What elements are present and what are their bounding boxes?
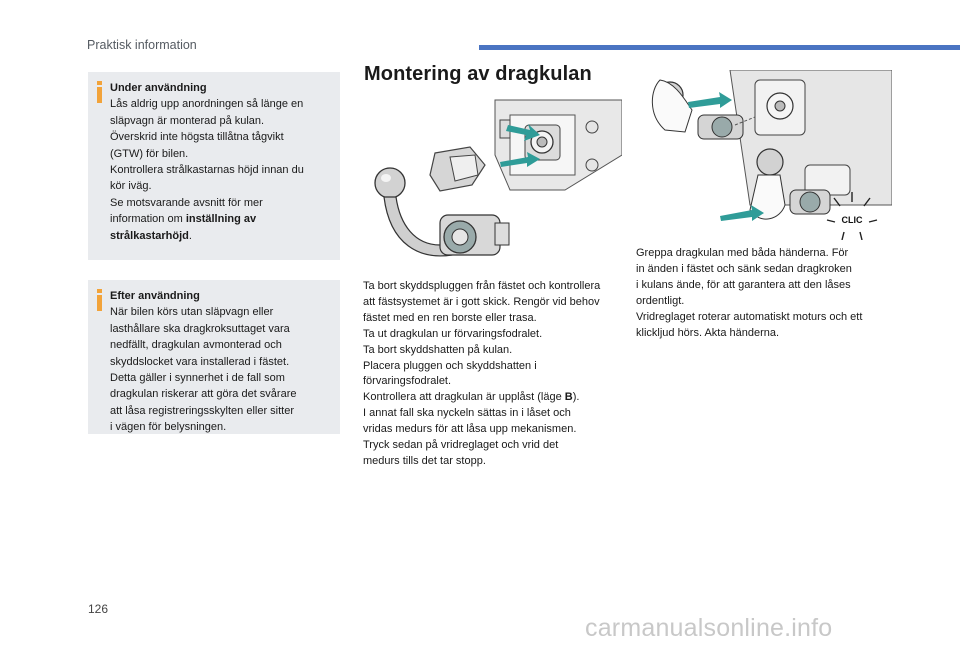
- info-box-title: Efter användning: [110, 290, 200, 302]
- info-line: nedfällt, dragkulan avmonterad och: [110, 339, 282, 352]
- instruction-line: att fästsystemet är i gott skick. Rengör…: [363, 295, 600, 308]
- removal-instructions: Ta bort skyddspluggen från fästet och ko…: [363, 279, 621, 470]
- watermark: carmanualsonline.info: [585, 614, 833, 642]
- info-icon: [97, 81, 102, 103]
- instruction-line: Ta bort skyddshatten på kulan.: [363, 343, 513, 356]
- instruction-line: vridas medurs för att låsa upp mekanisme…: [363, 423, 577, 436]
- instruction-line: Vridreglaget roterar automatiskt moturs …: [636, 310, 863, 323]
- instruction-line: klickljud hörs. Akta händerna.: [636, 326, 780, 339]
- section-accent-bar: [479, 45, 960, 50]
- info-box-during-use: Under användning Lås aldrig upp anordnin…: [88, 72, 340, 260]
- instruction-line-text: ).: [572, 391, 580, 404]
- page-number: 126: [88, 602, 109, 616]
- info-line: dragkulan riskerar att göra det svårare: [110, 388, 297, 401]
- instruction-line-text: Kontrollera att dragkulan är upplåst (lä…: [363, 391, 565, 404]
- info-icon: [97, 289, 102, 311]
- instruction-line: in änden i fästet och sänk sedan dragkro…: [636, 262, 852, 275]
- info-line: Detta gäller i synnerhet i de fall som: [110, 372, 285, 385]
- info-box-after-use: Efter användning När bilen körs utan slä…: [88, 280, 340, 434]
- instruction-line: fästet med en ren borste eller trasa.: [363, 311, 537, 324]
- info-line: kör iväg.: [110, 180, 152, 193]
- info-line-text: information om: [110, 213, 186, 226]
- cross-reference: strålkastarhöjd: [110, 229, 189, 242]
- info-line: Kontrollera strålkastarnas höjd innan du: [110, 164, 304, 177]
- towball-insertion-illustration: CLIC: [651, 70, 892, 240]
- click-burst-icon: CLIC: [826, 192, 878, 240]
- info-line: strålkastarhöjd.: [110, 228, 328, 244]
- instruction-line: i kulans ände, för att garantera att den…: [636, 278, 851, 291]
- info-line: att låsa registreringsskylten eller sitt…: [110, 404, 295, 417]
- position-label: B: [564, 391, 573, 404]
- instruction-line: Ta ut dragkulan ur förvaringsfodralet.: [363, 327, 543, 340]
- info-line: lasthållare ska dragkroksuttaget vara: [110, 322, 290, 335]
- clic-label: CLIC: [842, 215, 863, 225]
- towball-removal-illustration: [374, 99, 622, 257]
- cross-reference: inställning av: [185, 213, 257, 226]
- info-line: (GTW) för bilen.: [110, 147, 189, 160]
- info-line: skyddslocket vara installerad i fästet.: [110, 355, 290, 368]
- mounting-instructions: Greppa dragkulan med båda händerna. För …: [636, 246, 898, 341]
- info-line: i vägen för belysningen.: [110, 421, 227, 434]
- section-title: Praktisk information: [87, 38, 197, 52]
- info-box-title: Under användning: [110, 82, 207, 94]
- info-line: Lås aldrig upp anordningen så länge en: [110, 98, 304, 111]
- instruction-line: I annat fall ska nyckeln sättas in i lås…: [363, 407, 571, 420]
- info-line: När bilen körs utan släpvagn eller: [110, 306, 274, 319]
- info-line: Överskrid inte högsta tillåtna tågvikt: [110, 131, 284, 144]
- info-line: släpvagn är monterad på kulan.: [110, 114, 265, 127]
- instruction-line: Greppa dragkulan med båda händerna. För: [636, 247, 849, 259]
- instruction-line: förvaringsfodralet.: [363, 375, 452, 388]
- instruction-line: ordentligt.: [636, 294, 685, 307]
- instruction-line: medurs tills det tar stopp.: [363, 454, 486, 467]
- instruction-line: Ta bort skyddspluggen från fästet och ko…: [363, 280, 601, 292]
- page-heading: Montering av dragkulan: [364, 63, 592, 85]
- info-line: Se motsvarande avsnitt för mer: [110, 196, 263, 209]
- info-line-text: .: [188, 229, 192, 242]
- info-line: information om inställning av: [110, 211, 328, 227]
- instruction-line: Tryck sedan på vridreglaget och vrid det: [363, 439, 559, 452]
- instruction-line: Placera pluggen och skyddshatten i: [363, 359, 537, 372]
- instruction-line: Kontrollera att dragkulan är upplåst (lä…: [363, 390, 621, 406]
